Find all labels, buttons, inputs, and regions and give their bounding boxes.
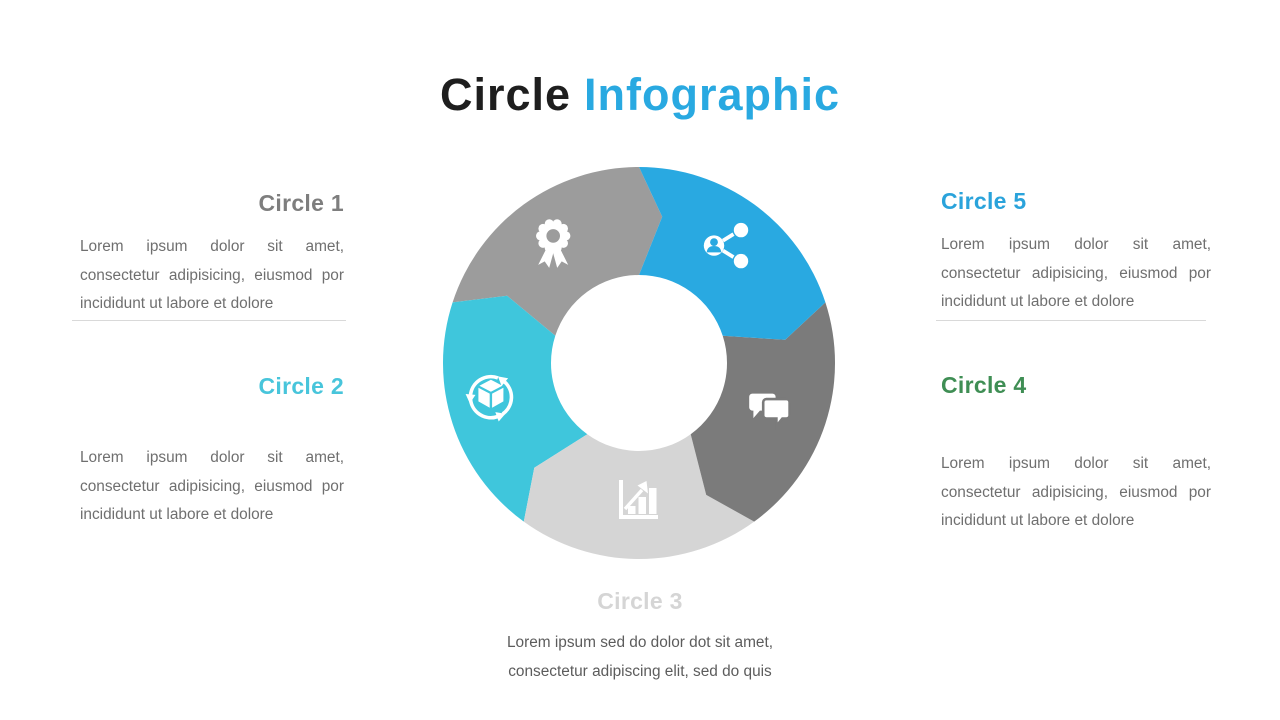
circle-4-body: Lorem ipsum dolor sit amet,consectetur a…	[941, 455, 1211, 529]
donut-segment-circle-3	[523, 434, 755, 560]
award-icon	[536, 219, 571, 268]
circle-5-heading: Circle 5	[941, 188, 1027, 214]
text-block-circle-1: Circle 1 Lorem ipsum dolor sit amet,cons…	[80, 190, 344, 319]
divider-right	[936, 320, 1206, 321]
text-block-circle-3: Circle 3 Lorem ipsum sed do dolor dot si…	[440, 588, 840, 686]
circle-1-heading: Circle 1	[258, 190, 344, 216]
circle-4-heading: Circle 4	[941, 372, 1027, 398]
donut-segment-circle-2	[442, 295, 588, 522]
title-word-infographic: Infographic	[584, 69, 841, 120]
divider-left	[72, 320, 346, 321]
text-block-circle-4: Circle 4 Lorem ipsum dolor sit amet,cons…	[941, 372, 1211, 536]
circle-2-body: Lorem ipsum dolor sit amet,consectetur a…	[80, 449, 344, 523]
package-cycle-icon	[465, 374, 514, 422]
circle-3-body: Lorem ipsum sed do dolor dot sit amet,co…	[506, 634, 774, 680]
circle-2-heading: Circle 2	[258, 373, 344, 399]
donut-segment-circle-5	[639, 166, 826, 340]
share-icon	[703, 222, 749, 269]
circle-5-body: Lorem ipsum dolor sit amet,consectetur a…	[941, 236, 1211, 310]
text-block-circle-5: Circle 5 Lorem ipsum dolor sit amet,cons…	[941, 188, 1211, 317]
title-word-circle: Circle	[439, 69, 572, 120]
text-block-circle-2: Circle 2 Lorem ipsum dolor sit amet,cons…	[80, 373, 344, 530]
circle-1-body: Lorem ipsum dolor sit amet,consectetur a…	[80, 238, 344, 312]
bar-chart-icon	[619, 480, 658, 519]
chat-icon	[749, 393, 791, 430]
circle-3-heading: Circle 3	[597, 588, 683, 614]
